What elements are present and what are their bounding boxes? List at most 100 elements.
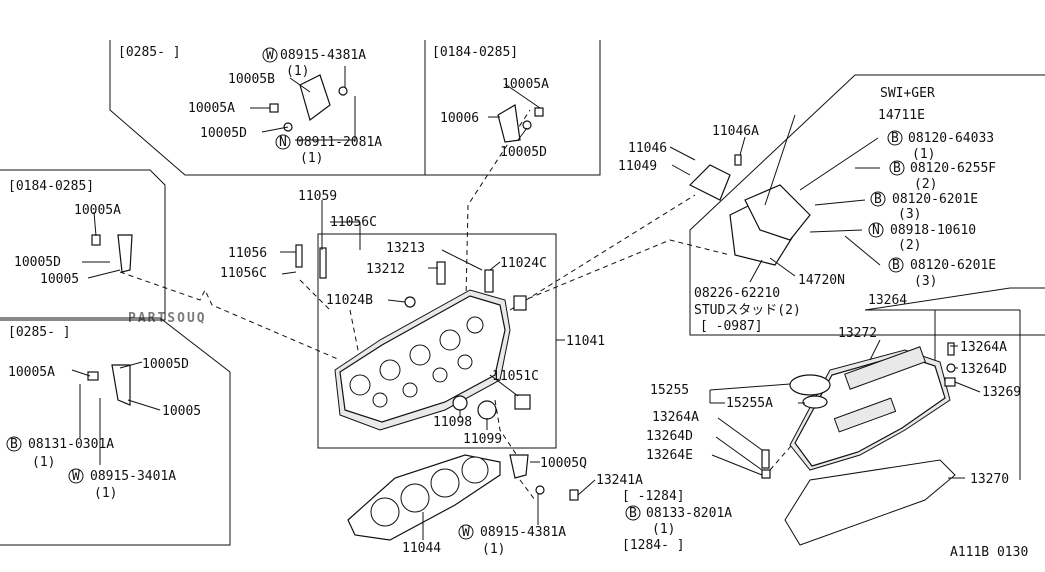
frame-lines: [0, 40, 1045, 546]
label-11046: 11046: [628, 141, 667, 156]
marker-b: B: [874, 192, 882, 207]
label-0184-0285a: [0184-0285]: [432, 45, 518, 60]
label-10005d-d: 10005D: [142, 357, 189, 372]
label-qty: (1): [482, 542, 505, 557]
marker-b: B: [10, 437, 18, 452]
label-08133-8201a: 08133-8201A: [646, 506, 732, 521]
head-gasket: [347, 454, 501, 541]
label-10005a-d: 10005A: [8, 365, 55, 380]
label-08120-64033: 08120-64033: [908, 131, 994, 146]
label-13212: 13212: [366, 262, 405, 277]
label-swi-ger: SWI+GER: [880, 86, 935, 101]
label-qty: (1): [286, 64, 309, 79]
label-11098: 11098: [433, 415, 472, 430]
small-parts: [87, 74, 956, 501]
label-08915-4381a-top: 08915-4381A: [280, 48, 366, 63]
label-qty: (1): [300, 151, 323, 166]
label-10005-b: 10005: [162, 404, 201, 419]
label-13264a-r: 13264A: [960, 340, 1007, 355]
label-11041: 11041: [566, 334, 605, 349]
callout-leaders: [71, 66, 1021, 540]
rocker-cover: [784, 346, 956, 546]
label-0285a: [0285- ]: [118, 45, 181, 60]
label-qty: (1): [94, 486, 117, 501]
label-13272: 13272: [838, 326, 877, 341]
label-13213: 13213: [386, 241, 425, 256]
label-15255: 15255: [650, 383, 689, 398]
label-qty: (3): [898, 207, 921, 222]
label-11056c-a: 11056C: [330, 215, 377, 230]
label-stud: STUDスタッド(2): [694, 303, 801, 318]
label-13264e: 13264E: [646, 448, 693, 463]
label-08918-10610: 08918-10610: [890, 223, 976, 238]
marker-w: W: [266, 48, 274, 63]
part-labels: [0285- ] W 08915-4381A (1) 10005B 10005A…: [6, 45, 1028, 560]
label-qty: (2): [914, 177, 937, 192]
label-10005d-a: 10005D: [200, 126, 247, 141]
label-11051c: 11051C: [492, 369, 539, 384]
label-11056c-b: 11056C: [220, 266, 267, 281]
label-15255a: 15255A: [726, 396, 773, 411]
plug-11024b: [513, 295, 527, 311]
label-08120-6201e-b: 08120-6201E: [910, 258, 996, 273]
label-10005a-a: 10005A: [188, 101, 235, 116]
label-qty: (2): [898, 238, 921, 253]
plug-tube-11024c: [484, 269, 494, 293]
label-13264: 13264: [868, 293, 907, 308]
label-11099: 11099: [463, 432, 502, 447]
label-08915-3401a: 08915-3401A: [90, 469, 176, 484]
label-0285b: [0285- ]: [8, 325, 71, 340]
label-10005q: 10005Q: [540, 456, 587, 471]
label-13264a-l: 13264A: [652, 410, 699, 425]
label-qty: (3): [914, 274, 937, 289]
marker-n: N: [872, 223, 880, 238]
marker-w: W: [72, 469, 80, 484]
label-13269: 13269: [982, 385, 1021, 400]
cylinder-head: [334, 261, 527, 431]
plug-tube-13212: [436, 261, 446, 285]
marker-b: B: [629, 506, 637, 521]
label-10005d-b: 10005D: [500, 145, 547, 160]
oil-cap-gasket-15255a: [802, 395, 828, 409]
label-14720n: 14720N: [798, 273, 845, 288]
label-13270: 13270: [970, 472, 1009, 487]
label-10005a-b: 10005A: [502, 77, 549, 92]
plug-11024b-small: [404, 296, 416, 308]
marker-b: B: [892, 258, 900, 273]
label-qty: (1): [652, 522, 675, 537]
label-0184-0285b: [0184-0285]: [8, 179, 94, 194]
label-08120-6201e-a: 08120-6201E: [892, 192, 978, 207]
label-0987: [ -0987]: [700, 319, 763, 334]
label-08120-6255f: 08120-6255F: [910, 161, 996, 176]
label-08911-2081a: 08911-2081A: [296, 135, 382, 150]
label-11046a: 11046A: [712, 124, 759, 139]
label-08131-0301a: 08131-0301A: [28, 437, 114, 452]
label-qty: (1): [32, 455, 55, 470]
label-11024b: 11024B: [326, 293, 373, 308]
label-11056: 11056: [228, 246, 267, 261]
oil-cap-15255: [789, 374, 831, 396]
diagram-code: A111B 0130: [950, 545, 1028, 560]
label-10005-a: 10005: [40, 272, 79, 287]
label-1284b: [1284- ]: [622, 538, 685, 553]
label-11059: 11059: [298, 189, 337, 204]
label-08226-62210: 08226-62210: [694, 286, 780, 301]
label-11024c: 11024C: [500, 256, 547, 271]
label-11044: 11044: [402, 541, 441, 556]
label-13264d-l: 13264D: [646, 429, 693, 444]
marker-b: B: [893, 161, 901, 176]
label-10006: 10006: [440, 111, 479, 126]
label-qty: (1): [912, 147, 935, 162]
label-10005a-c: 10005A: [74, 203, 121, 218]
label-10005d-c: 10005D: [14, 255, 61, 270]
watermark: PARTSOUQ: [128, 311, 207, 326]
label-14711e: 14711E: [878, 108, 925, 123]
label-13241a: 13241A: [596, 473, 643, 488]
marker-b: B: [891, 131, 899, 146]
label-10005b: 10005B: [228, 72, 275, 87]
marker-w: W: [462, 525, 470, 540]
label-08915-4381a-bot: 08915-4381A: [480, 525, 566, 540]
label-1284a: [ -1284]: [622, 489, 685, 504]
marker-n: N: [279, 135, 287, 150]
